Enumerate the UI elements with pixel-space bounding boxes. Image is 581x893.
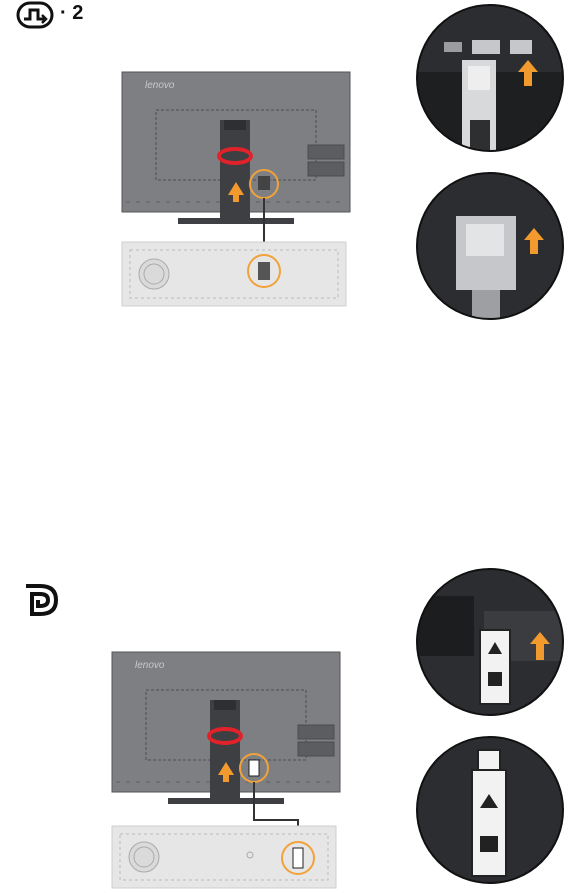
brand-logo: lenovo (145, 80, 174, 91)
monitor-rear-vga (118, 70, 354, 310)
vga-port-detail-zoom (414, 2, 566, 154)
analog-input-icon (16, 0, 56, 30)
step-label: · 2 (60, 2, 83, 25)
brand-logo-2: lenovo (135, 660, 164, 671)
monitor-rear-displayport (108, 650, 344, 890)
vga-connector-detail-zoom (414, 170, 566, 322)
displayport-connector-detail-zoom (414, 734, 566, 886)
displayport-icon (24, 584, 60, 616)
displayport-port-detail-zoom (414, 566, 566, 718)
